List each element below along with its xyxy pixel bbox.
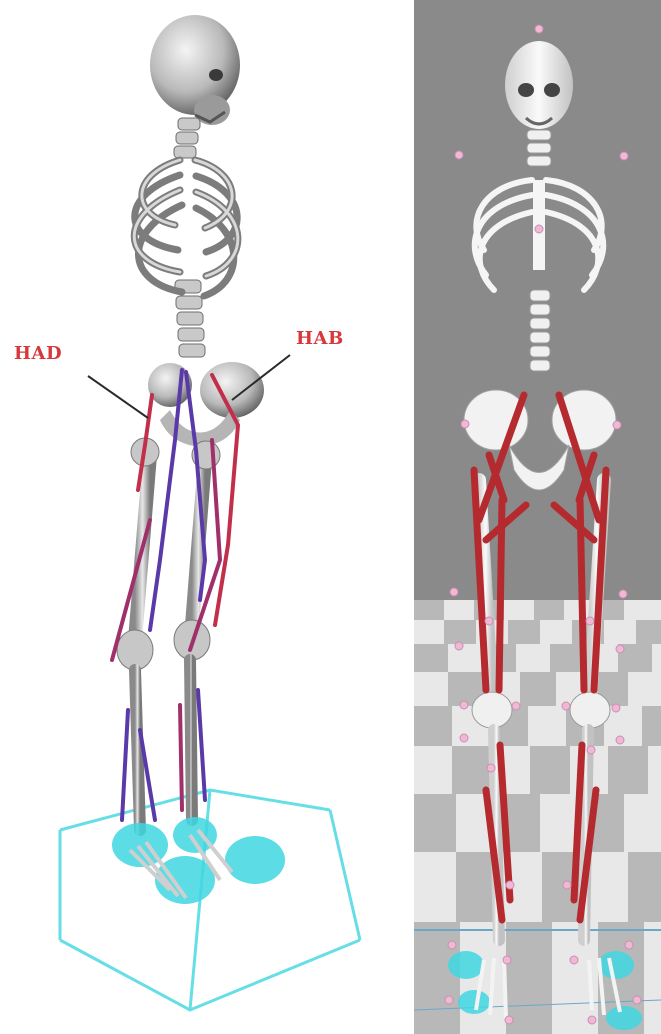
feet <box>112 817 285 904</box>
spine <box>174 118 205 357</box>
skull <box>505 41 573 129</box>
right-skeleton-figure <box>414 0 661 1034</box>
skull <box>150 15 240 125</box>
hab-label: HAB <box>296 328 344 349</box>
right-viewer-render <box>414 0 661 1034</box>
left-skeleton-figure <box>0 0 412 1034</box>
pelvis <box>148 362 264 446</box>
had-label: HAD <box>14 343 62 364</box>
rib-cage <box>134 160 238 296</box>
left-skeleton-render: HAD HAB <box>0 0 412 1034</box>
pelvis <box>464 390 616 490</box>
